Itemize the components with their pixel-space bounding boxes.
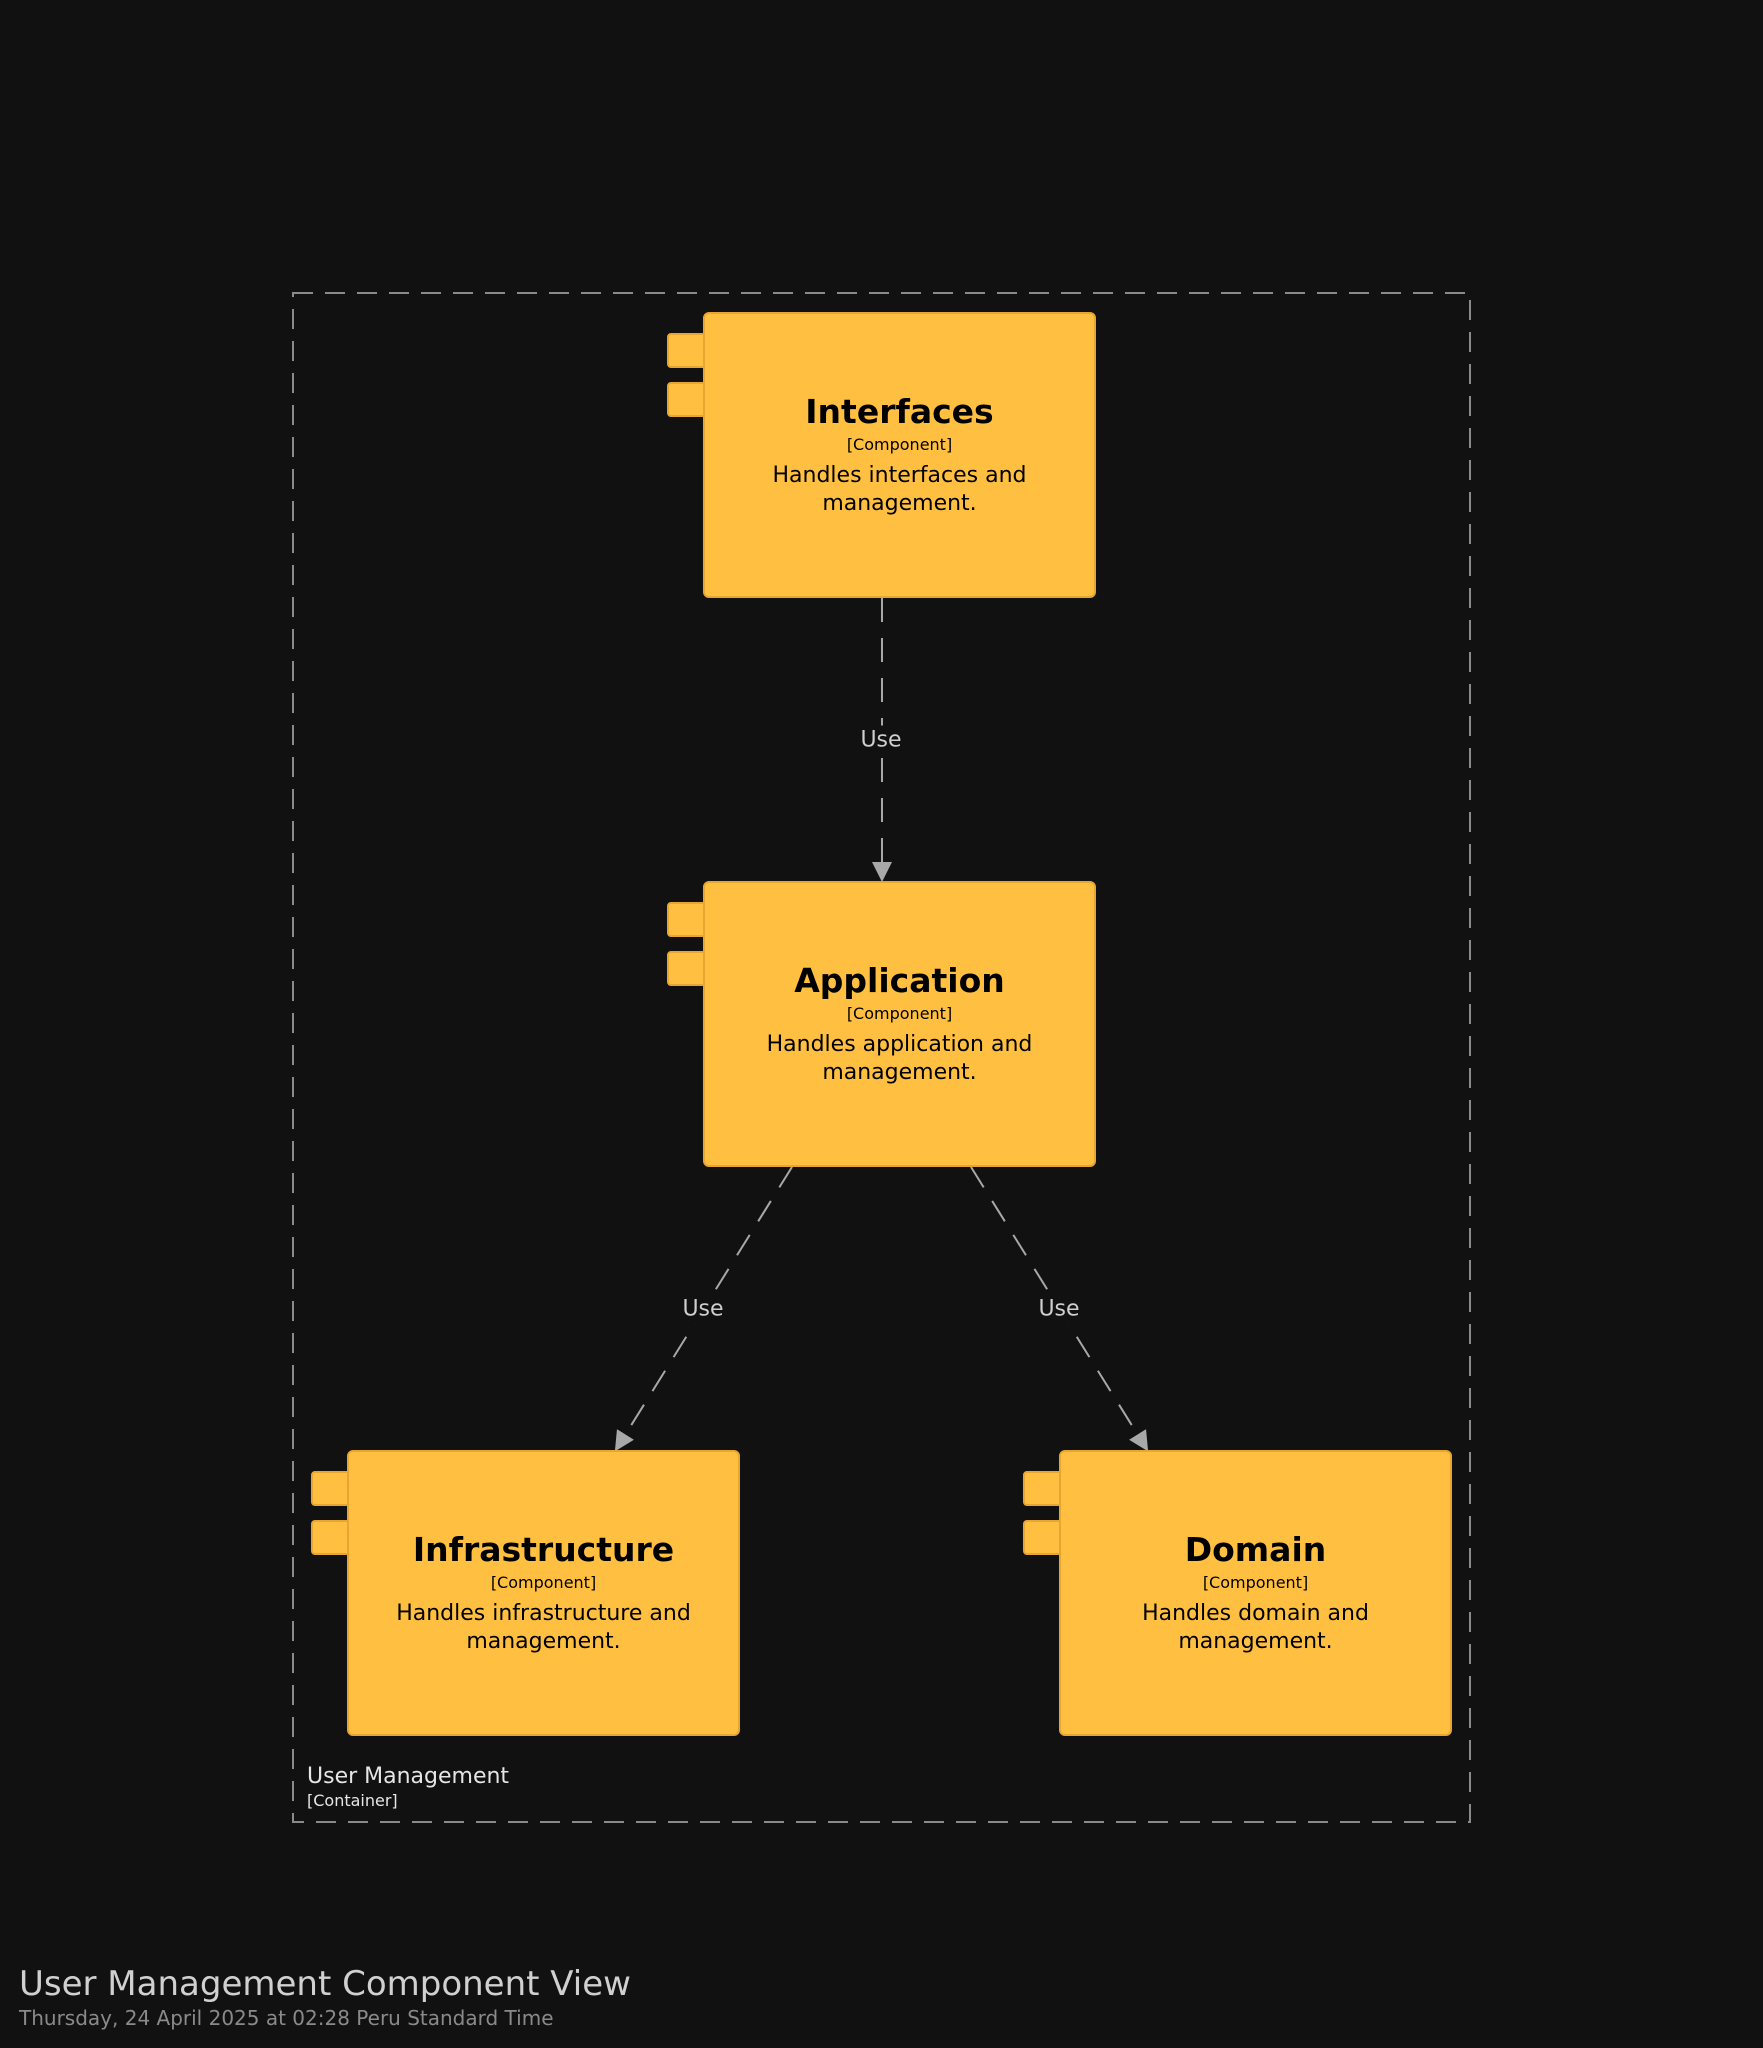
component-infrastructure[interactable]: Infrastructure [Component] Handles infra… bbox=[347, 1450, 740, 1736]
container-type: [Container] bbox=[307, 1791, 398, 1810]
component-name: Domain bbox=[1184, 1530, 1327, 1569]
container-boundary bbox=[292, 292, 1471, 1823]
component-description: Handles infrastructure and management. bbox=[396, 1601, 691, 1654]
component-name: Application bbox=[794, 961, 1005, 1000]
diagram-title: User Management Component View bbox=[19, 1964, 631, 2004]
diagram-footer: User Management Component View Thursday,… bbox=[19, 1963, 631, 2031]
container-name: User Management bbox=[307, 1764, 510, 1789]
component-description: Handles interfaces and management. bbox=[772, 463, 1027, 516]
component-type: [Component] bbox=[1202, 1573, 1309, 1592]
component-interfaces[interactable]: Interfaces [Component] Handles interface… bbox=[703, 312, 1096, 598]
component-name: Infrastructure bbox=[412, 1530, 675, 1569]
component-type: [Component] bbox=[846, 435, 953, 454]
edge-label: Use bbox=[856, 725, 906, 755]
component-description: Handles application and management. bbox=[766, 1032, 1033, 1085]
component-domain[interactable]: Domain [Component] Handles domain and ma… bbox=[1059, 1450, 1452, 1736]
component-application[interactable]: Application [Component] Handles applicat… bbox=[703, 881, 1096, 1167]
component-name: Interfaces bbox=[805, 392, 994, 431]
edge-label: Use bbox=[1034, 1294, 1084, 1324]
edge-label: Use bbox=[678, 1294, 728, 1324]
diagram-timestamp: Thursday, 24 April 2025 at 02:28 Peru St… bbox=[19, 2006, 554, 2030]
container-label: User Management [Container] bbox=[307, 1763, 509, 1811]
component-type: [Component] bbox=[490, 1573, 597, 1592]
component-type: [Component] bbox=[846, 1004, 953, 1023]
component-description: Handles domain and management. bbox=[1142, 1601, 1369, 1654]
